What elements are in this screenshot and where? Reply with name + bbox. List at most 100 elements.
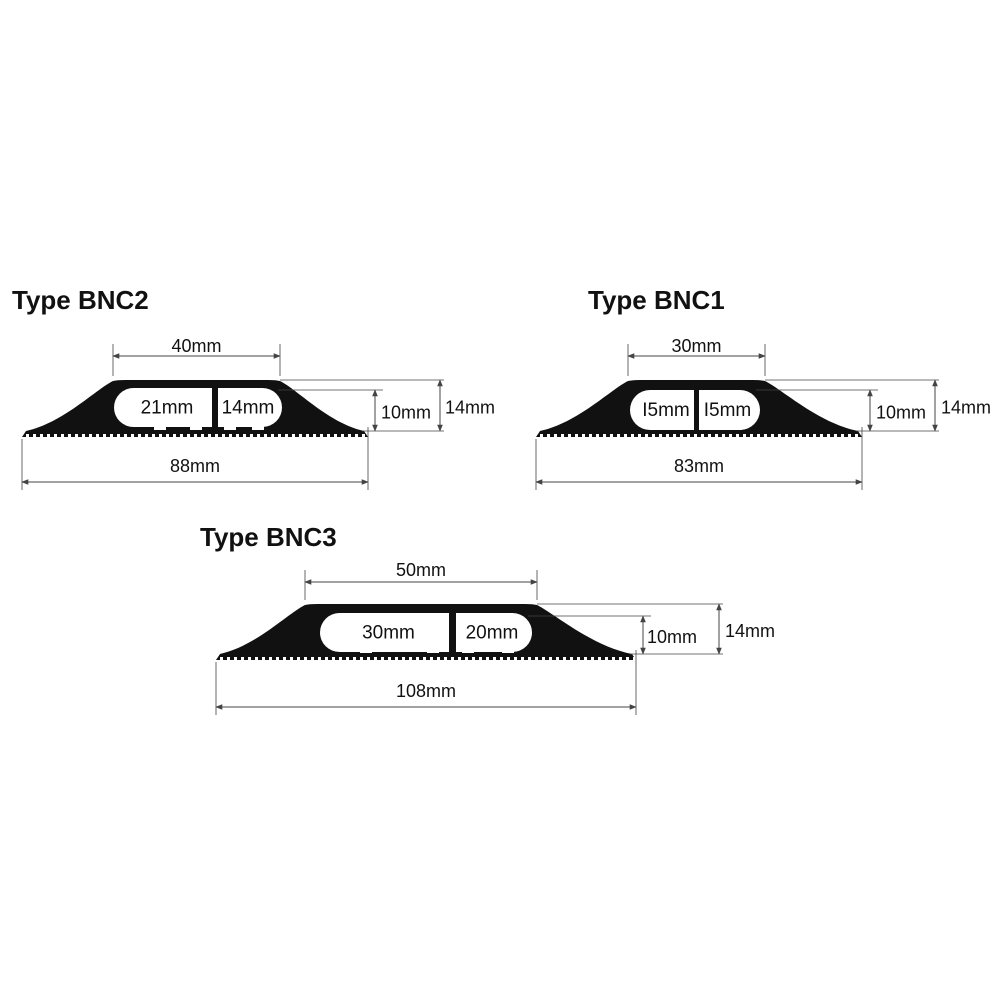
grip-ridge (297, 657, 300, 660)
grip-ridge (75, 434, 78, 437)
grip-ridge (131, 434, 134, 437)
grip-ridge (624, 434, 627, 437)
grip-ridge (220, 657, 223, 660)
grip-ridge (547, 434, 550, 437)
title-bnc1: Type BNC1 (588, 285, 725, 315)
grip-ridge (493, 657, 496, 660)
channel-height-label: 10mm (381, 402, 431, 422)
grip-ridge (617, 434, 620, 437)
grip-ridge (430, 657, 433, 660)
grip-ridge (278, 434, 281, 437)
grip-ridge (243, 434, 246, 437)
grip-ridge (327, 434, 330, 437)
channel-height-label: 10mm (647, 627, 697, 647)
grip-ridge (138, 434, 141, 437)
grip-ridge (416, 657, 419, 660)
grip-ridge (360, 657, 363, 660)
grip-ridge (257, 434, 260, 437)
grip-ridge (584, 657, 587, 660)
grip-ridge (645, 434, 648, 437)
grip-ridge (306, 434, 309, 437)
grip-ridge (799, 434, 802, 437)
grip-ridge (264, 434, 267, 437)
grip-ridge (96, 434, 99, 437)
channel-right (456, 613, 532, 652)
grip-ridge (561, 434, 564, 437)
grip-ridge (318, 657, 321, 660)
grip-ridge (437, 657, 440, 660)
grip-ridge (339, 657, 342, 660)
grip-ridge (771, 434, 774, 437)
grip-ridge (166, 434, 169, 437)
grip-ridge (68, 434, 71, 437)
grip-ridge (568, 434, 571, 437)
grip-ridge (589, 434, 592, 437)
grip-ridge (54, 434, 57, 437)
grip-ridge (591, 657, 594, 660)
grip-ridge (388, 657, 391, 660)
grip-ridge (283, 657, 286, 660)
grip-ridge (626, 657, 629, 660)
grip-ridge (262, 657, 265, 660)
grip-ridge (248, 657, 251, 660)
grip-ridge (659, 434, 662, 437)
overall-width-label: 108mm (396, 681, 456, 701)
grip-ridge (540, 434, 543, 437)
grip-ridge (827, 434, 830, 437)
grip-ridge (236, 434, 239, 437)
base-notch (705, 425, 717, 430)
grip-ridge (603, 434, 606, 437)
grip-ridge (332, 657, 335, 660)
grip-ridge (500, 657, 503, 660)
grip-ridge (563, 657, 566, 660)
grip-ridge (764, 434, 767, 437)
grip-ridge (173, 434, 176, 437)
grip-ridge (743, 434, 746, 437)
grip-ridge (598, 657, 601, 660)
grip-ridge (362, 434, 365, 437)
grip-ridge (612, 657, 615, 660)
grip-ridge (33, 434, 36, 437)
grip-ridge (521, 657, 524, 660)
grip-ridge (619, 657, 622, 660)
grip-ridge (729, 434, 732, 437)
grip-ridge (26, 434, 29, 437)
grip-ridge (701, 434, 704, 437)
grip-ridge (402, 657, 405, 660)
grip-ridge (848, 434, 851, 437)
grip-ridge (855, 434, 858, 437)
grip-ridge (348, 434, 351, 437)
grip-ridge (381, 657, 384, 660)
grip-ridge (276, 657, 279, 660)
grip-ridge (194, 434, 197, 437)
grip-ridge (285, 434, 288, 437)
base-notch (252, 425, 264, 430)
grip-ridge (313, 434, 316, 437)
channel-right (699, 390, 760, 430)
grip-ridge (82, 434, 85, 437)
base-notch (190, 425, 202, 430)
channel-left (320, 613, 449, 652)
grip-ridge (556, 657, 559, 660)
grip-ridge (820, 434, 823, 437)
grip-ridge (47, 434, 50, 437)
grip-ridge (486, 657, 489, 660)
grip-ridge (673, 434, 676, 437)
grip-ridge (201, 434, 204, 437)
grip-ridge (89, 434, 92, 437)
grip-ridge (792, 434, 795, 437)
grip-ridge (715, 434, 718, 437)
grip-ridge (596, 434, 599, 437)
grip-ridge (346, 657, 349, 660)
base-notch (224, 425, 236, 430)
grip-ridge (507, 657, 510, 660)
grip-ridge (304, 657, 307, 660)
channel-right-label: I5mm (704, 400, 752, 421)
grip-ridge (610, 434, 613, 437)
overall-height-label: 14mm (725, 621, 775, 641)
grip-ridge (61, 434, 64, 437)
grip-ridge (334, 434, 337, 437)
